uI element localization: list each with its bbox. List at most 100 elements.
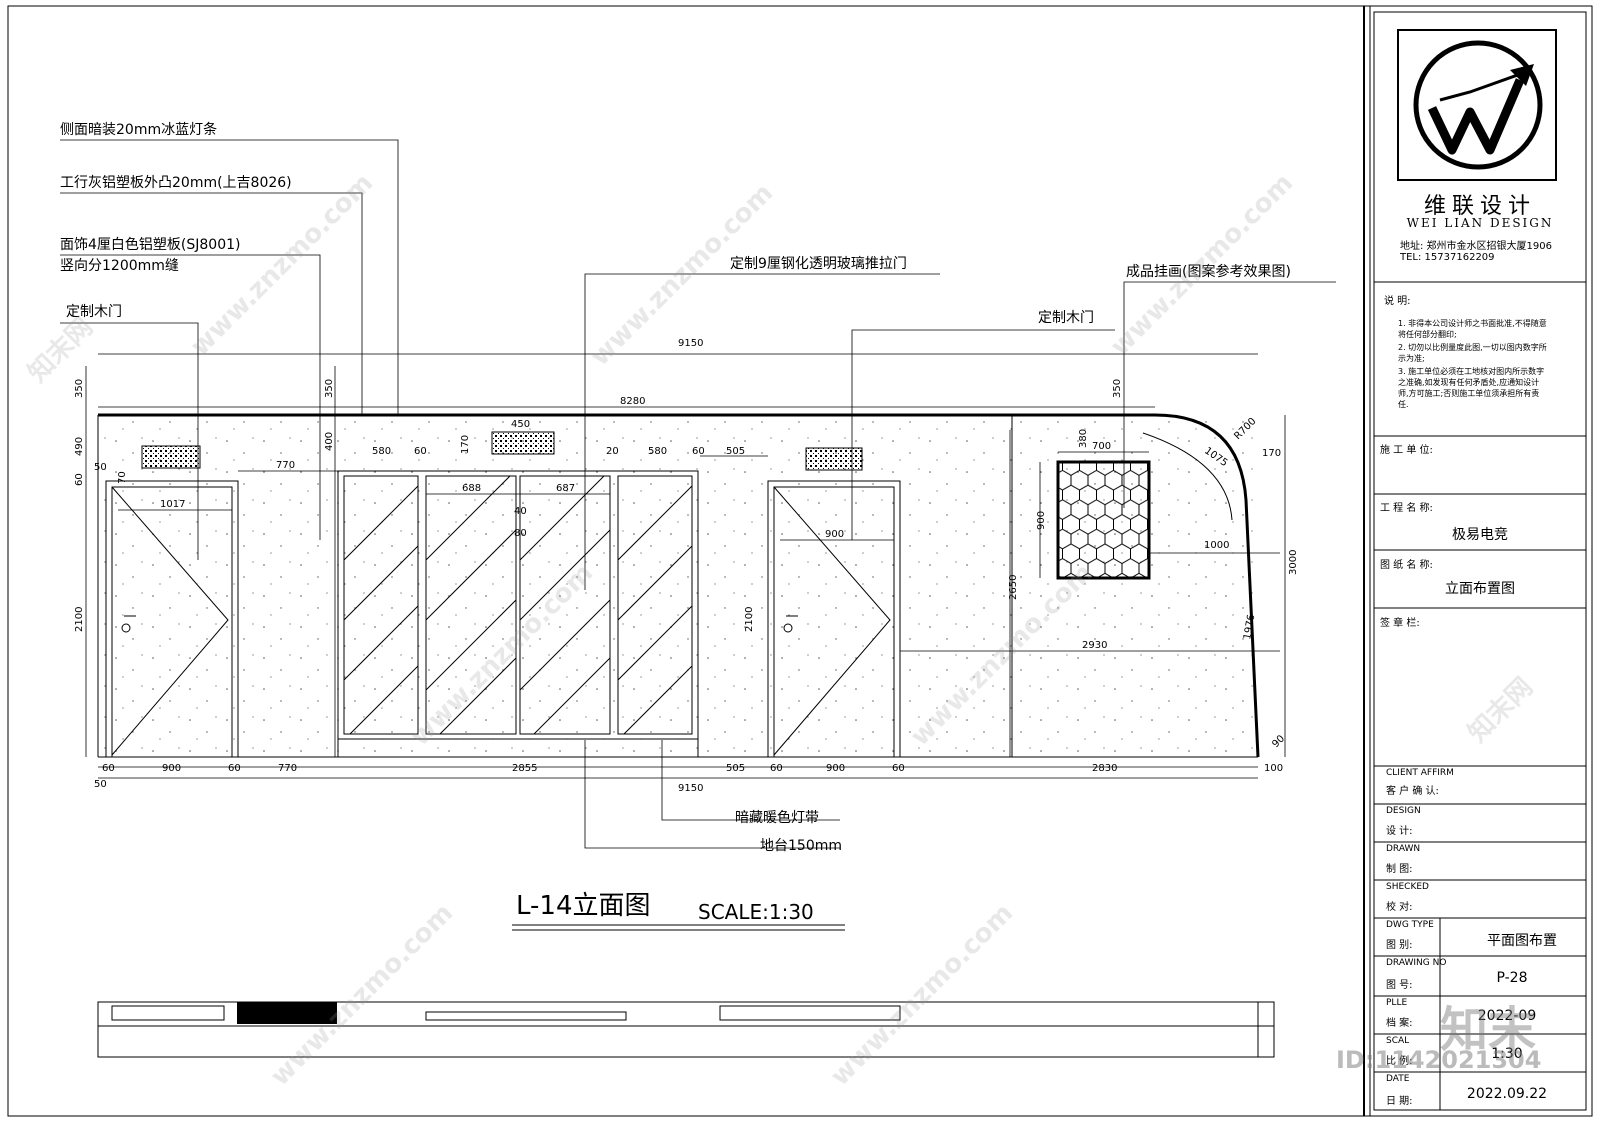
door-lock-left	[121, 623, 131, 633]
svg-text:2650: 2650	[1008, 575, 1019, 600]
date-cn: 日 期:	[1386, 1096, 1413, 1107]
callout-platform: 地台150mm	[760, 838, 842, 854]
drawing-title: L-14立面图	[516, 891, 651, 921]
svg-text:60: 60	[414, 446, 427, 457]
svg-text:8280: 8280	[620, 396, 645, 407]
svg-text:170: 170	[460, 435, 471, 454]
glass-sliding-doors	[337, 470, 699, 758]
drawn-en: DRAWN	[1386, 844, 1421, 854]
callout-warm-light: 暗藏暖色灯带	[735, 809, 819, 826]
svg-text:350: 350	[1112, 379, 1123, 398]
callout-painting: 成品挂画(图案参考效果图)	[1126, 263, 1291, 280]
design-en: DESIGN	[1386, 806, 1421, 816]
design-cn: 设 计:	[1386, 826, 1413, 837]
door-lock-right	[783, 623, 793, 633]
svg-text:1000: 1000	[1204, 540, 1229, 551]
svg-text:1976: 1976	[1242, 614, 1257, 641]
svg-text:50: 50	[94, 779, 107, 790]
client-affirm-cn: 客 户 确 认:	[1386, 786, 1439, 797]
archive-value: 2022-09	[1477, 1008, 1537, 1024]
drawn-cn: 制 图:	[1386, 864, 1413, 875]
svg-text:2100: 2100	[74, 607, 85, 632]
door-swing-left	[111, 486, 229, 756]
callout-vertical-seam: 竖向分1200mm缝	[60, 258, 179, 274]
door-swing-right	[773, 486, 891, 756]
door-leaf-left	[111, 486, 233, 758]
callout-wood-door-right: 定制木门	[1038, 310, 1094, 326]
callout-glass-door: 定制9厘钢化透明玻璃推拉门	[730, 255, 907, 272]
sign-plaque-3	[805, 447, 863, 471]
svg-text:700: 700	[1092, 441, 1111, 452]
sign-plaque-2	[491, 431, 555, 455]
plle-en: PLLE	[1386, 998, 1408, 1008]
svg-text:450: 450	[511, 419, 530, 430]
sign-plaque-1	[141, 445, 201, 469]
svg-text:60: 60	[692, 446, 705, 457]
svg-text:490: 490	[74, 437, 85, 456]
svg-text:505: 505	[726, 763, 745, 774]
drawing-no-cn: 图 号:	[1386, 980, 1413, 991]
svg-text:900: 900	[162, 763, 181, 774]
drawing-name-label: 图 纸 名 称:	[1380, 560, 1433, 571]
svg-text:60: 60	[228, 763, 241, 774]
leader-lines	[60, 139, 1336, 849]
scale-value: 1:30	[1491, 1046, 1523, 1062]
callout-ice-blue-light: 侧面暗装20mm冰蓝灯条	[60, 121, 217, 138]
svg-text:2100: 2100	[744, 607, 755, 632]
company-name-cn: 维联设计	[1423, 194, 1536, 219]
company-address: 地址: 郑州市金水区招银大厦1906	[1400, 241, 1552, 252]
callout-grey-aluminum: 工行灰铝塑板外凸20mm(上吉8026)	[60, 175, 292, 191]
company-name-en: WEI LIAN DESIGN	[1406, 216, 1554, 230]
svg-text:688: 688	[462, 483, 481, 494]
svg-text:400: 400	[324, 432, 335, 451]
svg-text:9150: 9150	[678, 783, 703, 794]
svg-text:900: 900	[826, 763, 845, 774]
svg-text:170: 170	[1262, 448, 1281, 459]
drawing-name: 立面布置图	[1445, 581, 1515, 597]
dwg-type-value: 平面图布置	[1487, 933, 1557, 949]
notes-title: 说 明:	[1384, 296, 1411, 307]
svg-text:1017: 1017	[160, 499, 185, 510]
svg-text:70: 70	[117, 471, 128, 484]
svg-text:50: 50	[94, 462, 107, 473]
svg-text:60: 60	[892, 763, 905, 774]
drawing-no-value: P-28	[1496, 970, 1528, 986]
seal-label: 签 章 栏:	[1380, 618, 1420, 629]
date-en: DATE	[1386, 1074, 1410, 1084]
checked-cn: 校 对:	[1386, 902, 1413, 913]
scale-cn: 比 例:	[1386, 1056, 1413, 1067]
svg-text:580: 580	[648, 446, 667, 457]
svg-text:100: 100	[1264, 763, 1283, 774]
door-leaf-right	[773, 486, 895, 758]
callout-wood-door-left: 定制木门	[66, 304, 122, 320]
dwg-type-en: DWG TYPE	[1386, 920, 1434, 930]
svg-text:40: 40	[514, 506, 527, 517]
note-2: 2. 切勿以比例量度此图,一切以图内数字所示为准;	[1398, 343, 1547, 363]
svg-text:3000: 3000	[1288, 550, 1299, 575]
svg-text:900: 900	[1036, 511, 1047, 530]
drawing-no-en: DRAWING NO	[1386, 958, 1447, 968]
plan-strip	[97, 1001, 1275, 1058]
company-tel: TEL: 15737162209	[1400, 252, 1495, 263]
drawing-scale: SCALE:1:30	[698, 900, 814, 924]
svg-text:2855: 2855	[512, 763, 537, 774]
svg-text:350: 350	[324, 379, 335, 398]
scale-en: SCAL	[1386, 1036, 1410, 1046]
svg-text:350: 350	[74, 379, 85, 398]
svg-text:580: 580	[372, 446, 391, 457]
svg-text:900: 900	[825, 529, 844, 540]
svg-text:60: 60	[770, 763, 783, 774]
svg-text:505: 505	[726, 446, 745, 457]
framed-painting	[1056, 460, 1151, 580]
svg-text:770: 770	[276, 460, 295, 471]
note-3: 3. 施工单位必须在工地核对图内所示数字之准确,如发现有任何矛盾处,应通知设计师…	[1398, 367, 1545, 409]
svg-text:2930: 2930	[1082, 640, 1107, 651]
project-name-label: 工 程 名 称:	[1380, 503, 1433, 514]
svg-text:9150: 9150	[678, 338, 703, 349]
archive-cn: 档 案:	[1386, 1018, 1413, 1029]
client-affirm-en: CLIENT AFFIRM	[1386, 768, 1454, 778]
svg-text:60: 60	[74, 473, 85, 486]
note-1: 1. 非得本公司设计师之书面批准,不得随意将任何部分翻印;	[1398, 319, 1547, 339]
date-value: 2022.09.22	[1466, 1086, 1548, 1102]
